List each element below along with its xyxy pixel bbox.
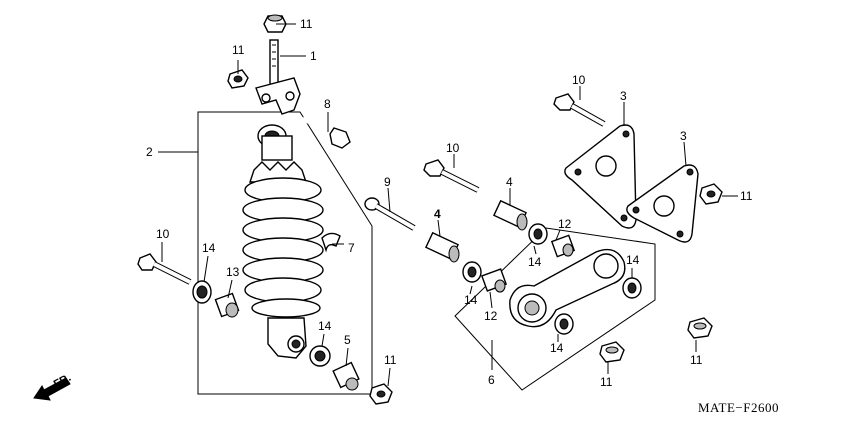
callout-14: 14 (626, 253, 640, 267)
seal-14-lower (309, 345, 331, 367)
collar-13 (214, 292, 240, 318)
bolt-10-middle (423, 159, 480, 193)
callout-4: 4 (506, 175, 513, 189)
plate-3-front (626, 164, 699, 243)
callout-labels: 11 1 11 8 2 7 10 14 13 14 5 11 9 10 4 4 … (146, 17, 753, 389)
nut-11-right-bottom (687, 317, 713, 339)
collar-12-upper (550, 234, 576, 258)
callout-10: 10 (572, 73, 586, 87)
nut-11-top (263, 14, 287, 33)
link-6 (509, 248, 626, 328)
bolt-8 (299, 116, 351, 149)
clip-7 (321, 232, 341, 253)
collar-4-upper (493, 199, 528, 231)
callout-8: 8 (324, 97, 331, 111)
callout-4: 4 (434, 207, 441, 221)
collar-4-lower (425, 231, 460, 263)
callout-10: 10 (156, 227, 170, 241)
callout-12: 12 (558, 217, 572, 231)
callout-7: 7 (348, 241, 355, 255)
nut-11-lower (369, 383, 393, 405)
leader-lines (158, 23, 738, 387)
upper-mount-clevis (255, 39, 301, 115)
callout-6: 6 (488, 373, 495, 387)
callout-12: 12 (484, 309, 498, 323)
seal-14-link-a (528, 223, 548, 245)
seal-14-left (192, 280, 212, 304)
callout-11: 11 (384, 353, 397, 367)
nut-11-clevis-left (227, 69, 249, 89)
callout-10: 10 (446, 141, 460, 155)
plate-3-rear (564, 124, 637, 229)
callout-3: 3 (680, 129, 687, 143)
callout-11: 11 (740, 189, 753, 203)
callout-3: 3 (620, 89, 627, 103)
nut-11-right-plate (699, 183, 723, 205)
callout-14: 14 (464, 293, 478, 307)
seal-14-link-b (462, 261, 482, 283)
front-label: FR. (52, 372, 73, 391)
shock-absorber (242, 124, 324, 359)
seal-14-link-d (622, 277, 642, 299)
callout-11: 11 (690, 353, 703, 367)
callout-14: 14 (528, 255, 542, 269)
diagram-code: MATE−F2600 (698, 400, 779, 415)
nut-11-below-link (599, 341, 625, 363)
callout-5: 5 (344, 333, 351, 347)
callout-14: 14 (550, 341, 564, 355)
bolt-10-right (553, 93, 606, 127)
collar-5 (332, 361, 360, 391)
callout-14: 14 (202, 241, 216, 255)
callout-11: 11 (300, 17, 313, 31)
callout-11: 11 (600, 375, 613, 389)
collar-12-lower (480, 268, 508, 293)
callout-2: 2 (146, 145, 153, 159)
bolt-9 (364, 197, 416, 231)
seal-14-link-c (554, 313, 574, 335)
link-group-outline (454, 227, 656, 391)
callout-11: 11 (232, 43, 245, 57)
callout-9: 9 (384, 175, 391, 189)
front-arrow-icon (33, 377, 71, 401)
callout-13: 13 (226, 265, 240, 279)
callout-14: 14 (318, 319, 332, 333)
bolt-10-left (137, 253, 192, 285)
front-direction-indicator: FR. (33, 372, 73, 401)
callout-1: 1 (310, 49, 317, 63)
